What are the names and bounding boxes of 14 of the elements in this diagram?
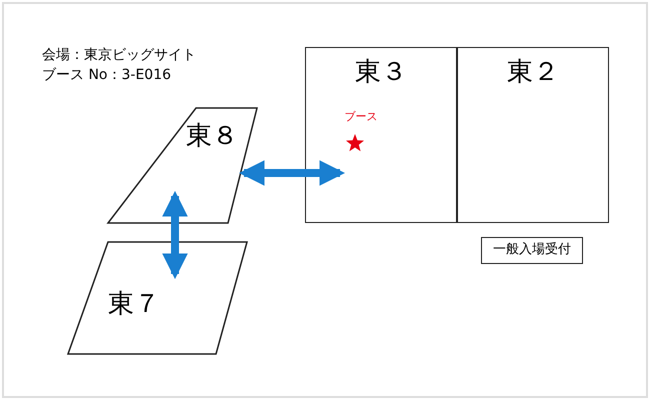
entrance-box: 一般入場受付 — [481, 237, 583, 264]
booth-label: ブース — [344, 109, 378, 124]
hall-parallelogram — [108, 108, 257, 223]
venue-note: ブース No：3-E016 — [42, 66, 172, 84]
hall-name: 東８ — [186, 120, 238, 153]
hall-box — [457, 47, 609, 223]
double-arrow — [238, 160, 346, 186]
hall-name: 東２ — [506, 56, 560, 89]
hall-name: 東７ — [108, 288, 160, 321]
hall-parallelogram — [68, 242, 247, 354]
hall-box — [305, 47, 457, 223]
double-arrow — [162, 190, 188, 280]
hall-name: 東３ — [354, 56, 408, 89]
venue-note: 会場：東京ビッグサイト — [42, 46, 196, 64]
